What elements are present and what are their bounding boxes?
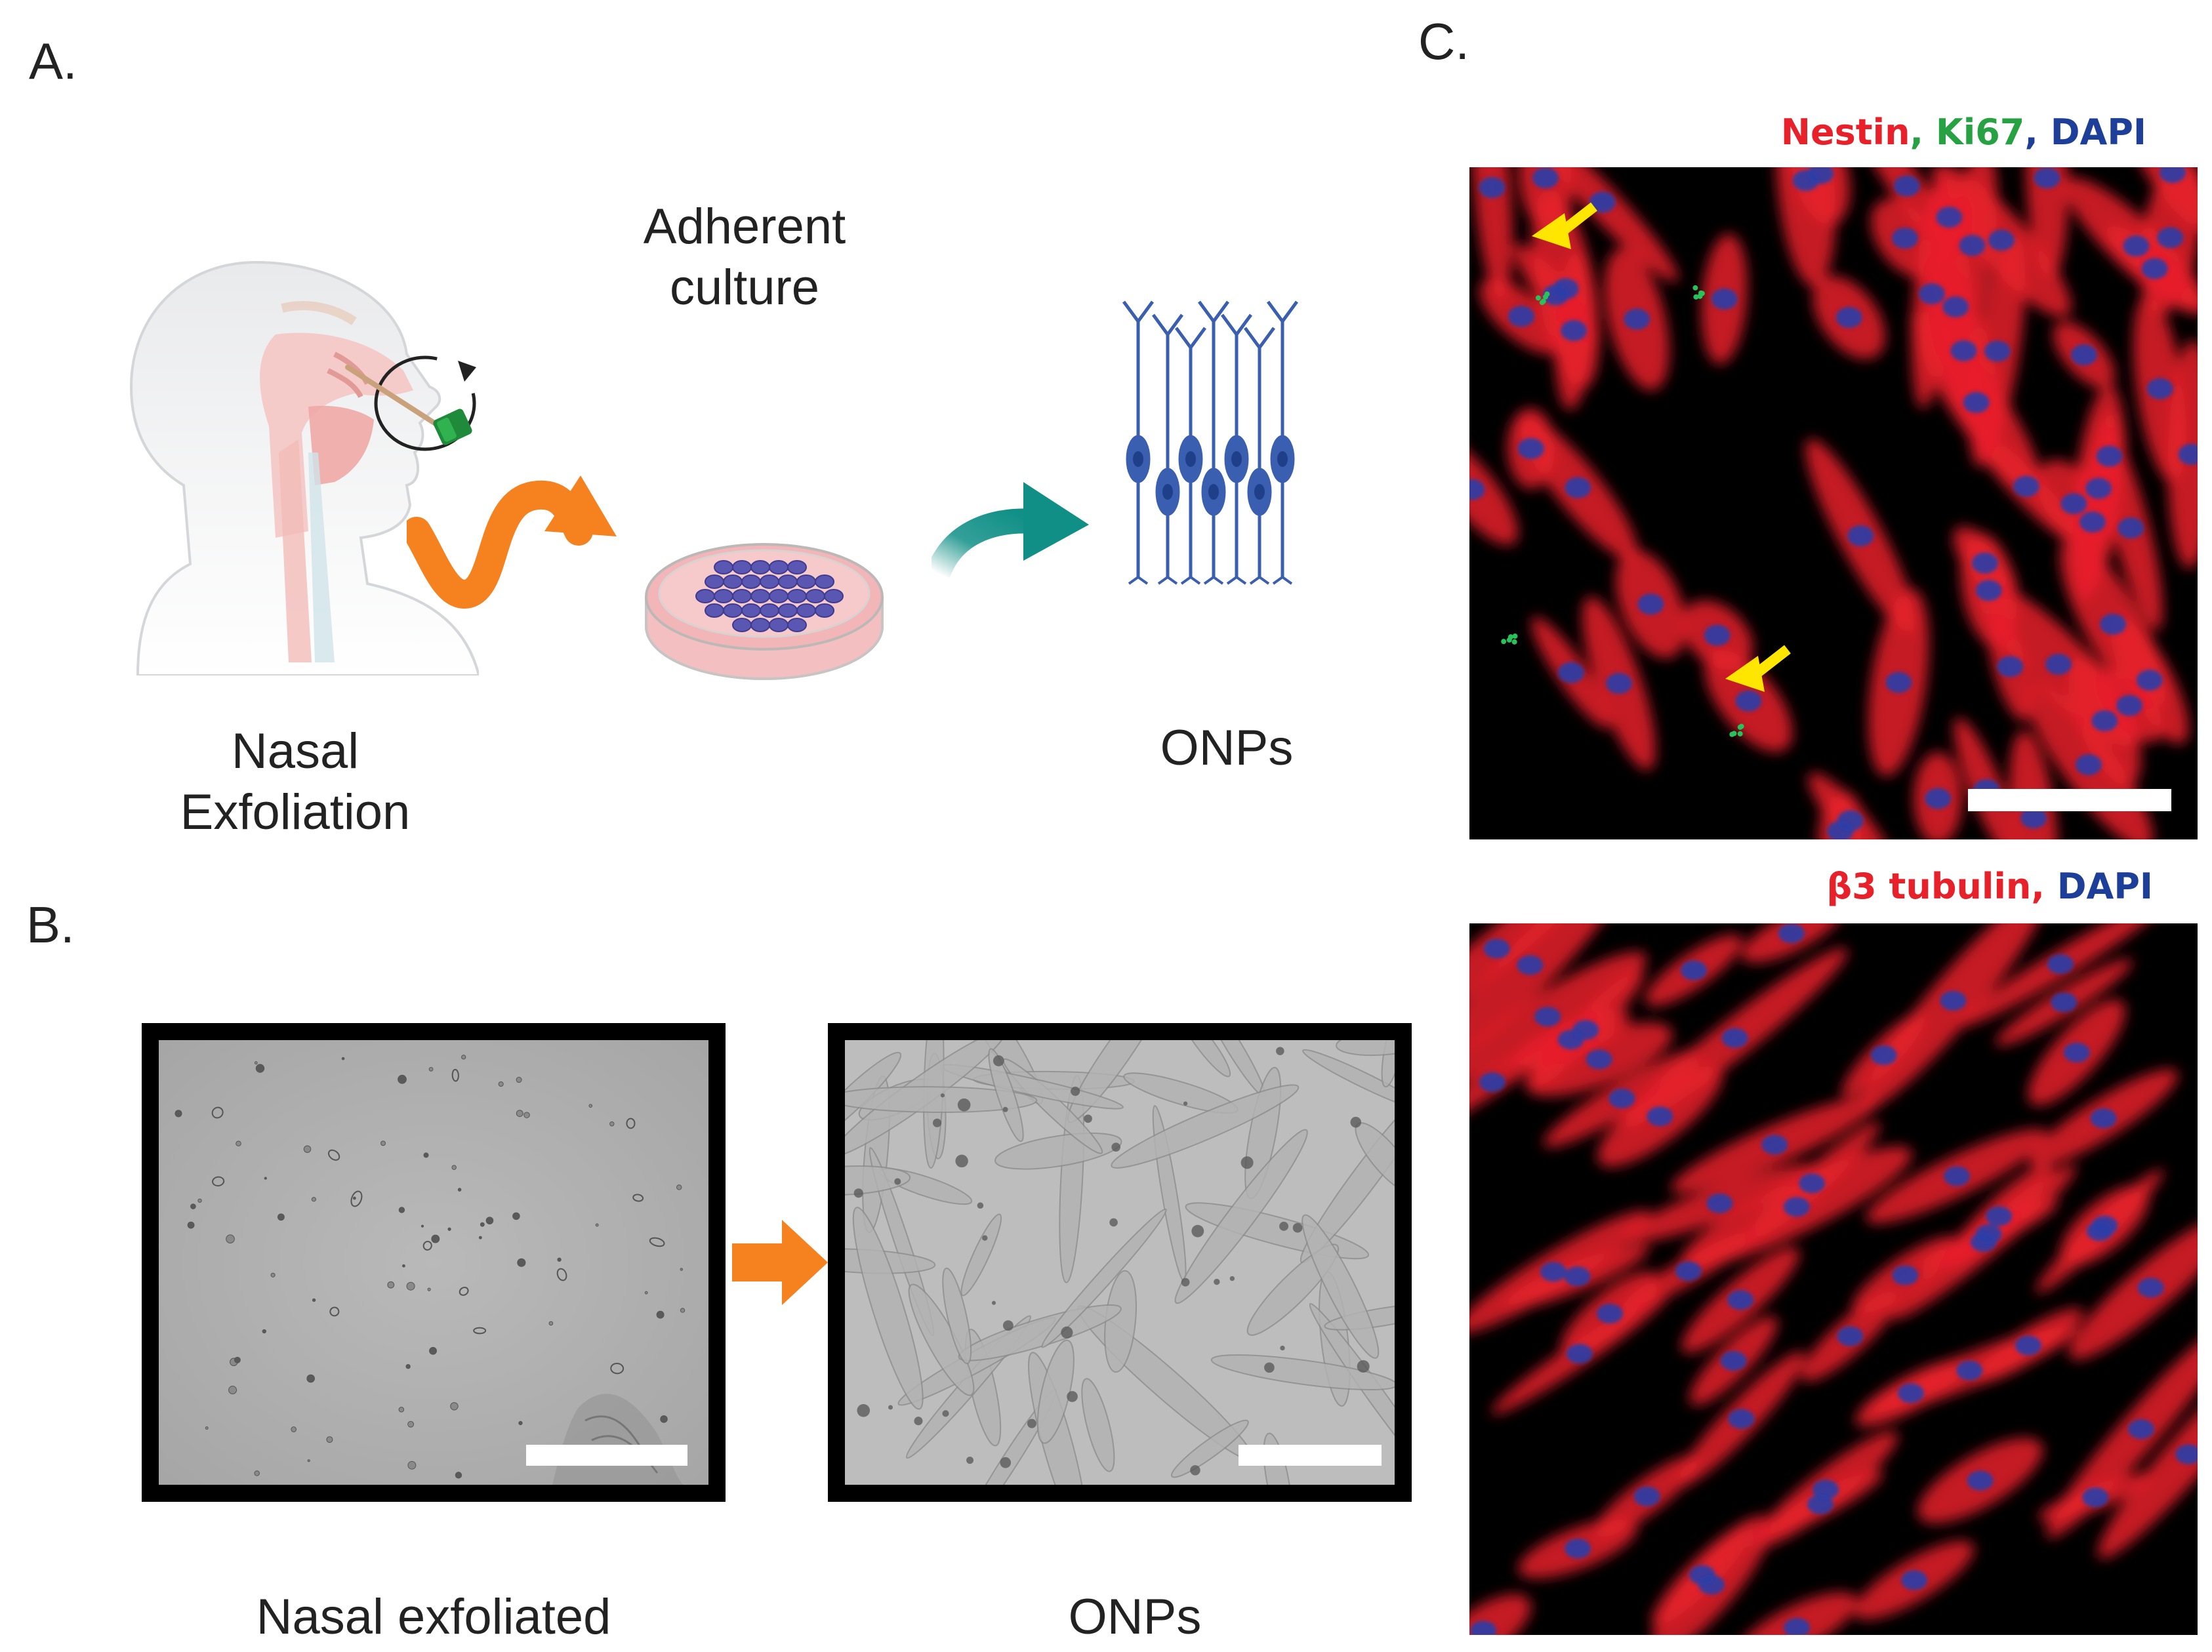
orange-arrow-icon [732, 1220, 828, 1305]
nestin-ki67-dapi-legend: Nestin, Ki67, DAPI [1781, 111, 2146, 153]
dapi-label-bottom: DAPI [2057, 866, 2153, 907]
tubulin-dapi-legend: β3 tubulin, DAPI [1827, 866, 2153, 907]
panel-a-label: A. [29, 32, 77, 90]
adherent-culture-label-line2: culture [669, 259, 820, 315]
beta3-tubulin-fluorescence-image [1469, 923, 2198, 1635]
onps-step-label: ONPs [1160, 720, 1294, 776]
ki67-label: Ki67 [1935, 111, 2025, 153]
onps-caption: ONPs [1068, 1589, 1202, 1645]
nasal-exfoliation-label-line1: Nasal [231, 723, 359, 779]
legend-separator [2045, 866, 2057, 907]
culture-dish-icon [645, 543, 884, 681]
panel-c-label: C. [1418, 12, 1469, 70]
left-scale-bar [526, 1445, 687, 1466]
top-fluor-scale-bar [1968, 789, 2171, 811]
nasal-exfoliated-caption: Nasal exfoliated [256, 1589, 611, 1645]
nestin-ki67-fluorescence-image [1469, 167, 2198, 839]
legend-separator: , [2024, 111, 2051, 153]
yellow-arrow-icon [1532, 213, 1571, 249]
rotation-arrow-icon [374, 355, 476, 451]
yellow-arrow-icon [1561, 202, 1597, 234]
adherent-culture-label-line1: Adherent [643, 199, 846, 254]
panel-b-label: B. [26, 896, 75, 954]
head-profile-icon [129, 260, 479, 675]
yellow-arrow-icon [1755, 645, 1791, 677]
orange-squiggle-arrow-icon [407, 475, 617, 609]
beta3-tubulin-label: β3 tubulin, [1826, 866, 2045, 907]
nasal-exfoliation-label-line2: Exfoliation [180, 784, 411, 840]
yellow-arrow-icon [1725, 656, 1765, 692]
nasal-exfoliated-micrograph [142, 1023, 726, 1502]
onps-micrograph [828, 1023, 1412, 1502]
dapi-label: DAPI [2050, 111, 2146, 153]
nasal-brush-icon [345, 365, 472, 445]
right-scale-bar [1239, 1445, 1382, 1466]
nestin-label: Nestin [1780, 111, 1910, 153]
neuron-cluster-icon [1122, 300, 1299, 585]
teal-arrow-icon [932, 482, 1089, 578]
legend-separator: , [1910, 111, 1936, 153]
